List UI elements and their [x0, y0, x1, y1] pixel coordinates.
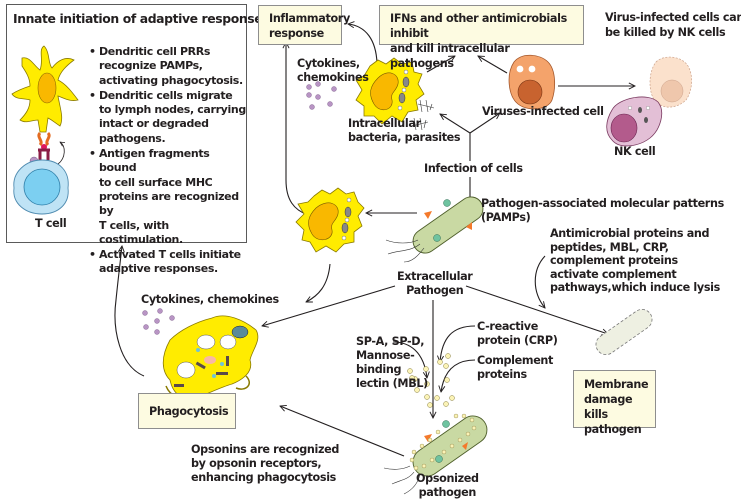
arrow-macrophage-to-phagocyte — [306, 263, 331, 303]
opsonized-pathogen-label: Opsonized pathogen — [416, 472, 479, 499]
arrow-extracellular-to-phagocyte — [262, 285, 396, 326]
extracellular-pathogen-icon — [385, 196, 484, 263]
macrophage-middle-icon — [295, 187, 365, 253]
arrow-infected-to-ifns — [478, 56, 508, 74]
arrow-infection-to-virus — [469, 113, 500, 134]
extracellular-pathogen-label: Extracellular Pathogen — [397, 270, 473, 297]
intracellular-label: Intracellular bacteria, parasites — [348, 117, 461, 144]
lysed-pathogen-icon — [595, 308, 653, 356]
bullet-item: Dendritic cell PRRs recognize PAMPs, act… — [89, 45, 246, 88]
arrow-infection-to-intracellular — [440, 114, 471, 134]
arrow-spa-curve — [392, 341, 427, 378]
opsonized-pathogen-icon — [383, 413, 488, 495]
bullet-item: Dendritic cells migrate to lymph nodes, … — [89, 89, 246, 146]
parasite-icons — [411, 99, 435, 131]
nk-cell-icon — [606, 96, 663, 147]
phagocyte-icon — [162, 315, 259, 401]
opsonin-dots — [407, 353, 455, 408]
macrophage-top-icon — [355, 57, 425, 125]
bullet-item: Activated T cells initiate adaptive resp… — [89, 248, 246, 277]
killed-infected-cell-icon — [649, 56, 692, 108]
t-cell-label: T cell — [35, 217, 67, 230]
arrow-antimicrobial-curve — [534, 255, 545, 308]
arrow-crp-curve — [440, 325, 476, 362]
opsonins-label: Opsonins are recognized by opsonin recep… — [191, 443, 340, 484]
arrow-phagocyte-to-innate — [114, 246, 145, 377]
arrow-phagocyte-to-inflammatory — [348, 24, 378, 64]
crp-label: C-reactive protein (CRP) — [477, 320, 558, 347]
complement-proteins-label: Complement proteins — [477, 354, 554, 381]
innate-bullet-list: Dendritic cell PRRs recognize PAMPs, act… — [89, 45, 246, 278]
arrow-extracellular-to-lysis — [465, 285, 608, 334]
cytokine-dots-top — [306, 81, 337, 110]
dendritic-cell-icon — [11, 45, 79, 133]
infection-of-cells-label: Infection of cells — [424, 162, 523, 175]
virus-infected-label: Viruses-infected cell — [482, 105, 604, 118]
innate-panel-title: Innate initiation of adaptive response — [13, 11, 263, 26]
arrow-complement-curve — [441, 359, 476, 392]
nk-kill-label: Virus-infected cells can be killed by NK… — [605, 11, 741, 39]
ifns-box: IFNs and other antimicrobials inhibit an… — [379, 5, 584, 70]
cytokine-dots-bottom — [142, 308, 175, 335]
t-cell-icon — [13, 159, 69, 215]
arrow-phagocyte-to-ifns — [426, 56, 455, 73]
cytokines-top-label: Cytokines, chemokines — [297, 57, 369, 84]
bullet-item: Antigen fragments bound to cell surface … — [89, 147, 246, 247]
membrane-damage-box: Membrane damage kills pathogen — [573, 370, 656, 436]
spa-spd-mbl-label: SP-A, SP-D, Mannose- binding lectin (MBL… — [356, 335, 428, 390]
nk-cell-label: NK cell — [614, 145, 656, 158]
arrows — [114, 24, 635, 457]
pamps-label: Pathogen-associated molecular patterns (… — [481, 197, 724, 224]
arrow-opsonized-to-phagocytosis — [280, 406, 405, 457]
cytokines-bottom-label: Cytokines, chemokines — [141, 293, 279, 306]
virus-infected-cell-icon — [508, 54, 556, 110]
inflammatory-response-box: Inflammatory response — [258, 5, 350, 45]
antimicrobial-label: Antimicrobial proteins and peptides, MBL… — [550, 227, 720, 295]
phagocytosis-box: Phagocytosis — [138, 393, 236, 429]
